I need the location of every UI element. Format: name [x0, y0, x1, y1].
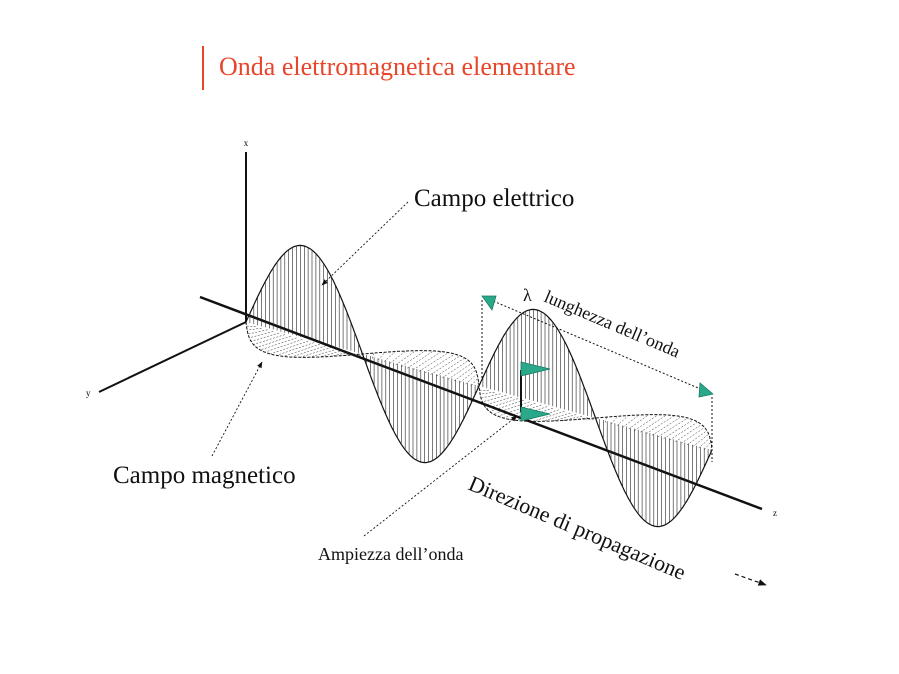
- magnetic-field-hatch: [669, 421, 698, 441]
- amplitude-leader: [363, 415, 518, 537]
- z-axis: [199, 295, 763, 511]
- magnetic-field-hatch: [698, 437, 711, 449]
- magnetic-field-hatch: [476, 381, 479, 388]
- amplitude-arrow-bottom: [520, 406, 551, 422]
- magnetic-field-hatch: [424, 353, 455, 374]
- magnetic-field-hatch: [442, 360, 469, 379]
- magnetic-field-hatch: [489, 399, 524, 412]
- magnetic-field-hatch: [256, 335, 291, 348]
- magnetic-field-hatch: [584, 418, 594, 420]
- magnetic-field-hatch: [418, 352, 449, 372]
- amplitude-arrow-top: [520, 361, 551, 377]
- magnetic-field-hatch: [573, 417, 588, 420]
- magnetic-field-hatch: [453, 366, 475, 382]
- magnetic-field-hatch: [542, 412, 571, 422]
- magnetic-field-hatch: [640, 414, 667, 433]
- x-axis-label: x: [244, 138, 249, 148]
- magnetic-field-label: Campo magnetico: [113, 462, 296, 489]
- magnetic-field-hatch: [480, 393, 501, 399]
- magnetic-field-hatch: [645, 415, 675, 435]
- wavelength-symbol: λ: [523, 285, 532, 305]
- slide-title: Onda elettromagnetica elementare: [219, 52, 576, 81]
- magnetic-field-hatch: [309, 348, 338, 358]
- magnetic-field-hatch: [351, 354, 361, 356]
- magnetic-field-hatch: [251, 332, 280, 342]
- magnetic-field-hatch: [622, 414, 639, 428]
- magnetic-field-hatch: [692, 434, 709, 447]
- magnetic-field-hatch: [686, 430, 708, 446]
- direction-arrow: [734, 573, 767, 586]
- wavelength-arrow-right: [698, 382, 714, 398]
- magnetic-field-hatch: [484, 396, 513, 406]
- magnetic-field-hatch: [605, 417, 607, 423]
- magnetic-field-hatch: [552, 414, 577, 422]
- magnetic-field-hatch: [407, 350, 434, 369]
- magnetic-field-hatch: [675, 424, 702, 443]
- wavelength-dim-line: [485, 297, 711, 394]
- magnetic-field-hatch: [628, 414, 649, 430]
- magnetic-field-hatch: [412, 351, 442, 371]
- magnetic-field-hatch: [430, 355, 461, 375]
- magnetic-field-hatch: [709, 445, 712, 452]
- magnetic-field-hatch: [611, 416, 618, 425]
- magnetic-field-hatch: [471, 377, 479, 386]
- magnetic-field-hatch: [291, 345, 326, 358]
- wavelength-arrow-left: [481, 295, 497, 311]
- magnetic-field-outline: [245, 321, 713, 451]
- y-axis: [98, 321, 247, 393]
- magnetic-field-hatch: [246, 325, 256, 327]
- magnetic-field-hatch: [663, 419, 694, 439]
- magnetic-field-hatch: [283, 343, 320, 357]
- magnetic-field-hatch: [319, 350, 344, 358]
- amplitude-label: Ampiezza dell’onda: [318, 544, 463, 564]
- magnetic-field-hatch: [395, 350, 416, 366]
- title-divider: [202, 46, 204, 90]
- magnetic-field-hatch: [264, 339, 303, 353]
- magnetic-field-hatch: [482, 395, 507, 403]
- direction-label: Direzione di propagazione: [465, 471, 690, 585]
- magnetic-field-hatch: [372, 353, 374, 359]
- magnetic-field-hatch: [436, 357, 465, 377]
- electric-field-label: Campo elettrico: [414, 185, 574, 212]
- magnetic-field-hatch: [401, 350, 426, 367]
- magnetic-field-hatch: [447, 363, 472, 380]
- magnetic-field-hatch: [704, 441, 712, 450]
- magnetic-field-hatch: [657, 417, 688, 438]
- magnetic-field-hatch: [383, 351, 396, 362]
- magnetic-field-hatch: [377, 352, 385, 361]
- magnetic-field-hatch: [247, 329, 268, 335]
- magnetic-field-hatch: [249, 331, 274, 339]
- magnetic-field-hatch: [503, 404, 542, 419]
- y-axis-label: y: [86, 388, 91, 398]
- magnetic-field-hatch: [493, 401, 530, 415]
- magnetic-field-hatch: [389, 350, 406, 364]
- magnetic-field-hatch: [479, 389, 489, 391]
- magnetic-field-hatch: [459, 370, 476, 383]
- magnetic-field-hatch: [680, 427, 705, 444]
- electric-field-leader: [321, 201, 409, 286]
- magnetic-field-hatch: [480, 391, 495, 395]
- magnetic-field-hatch: [340, 353, 355, 356]
- magnetic-field-hatch: [247, 327, 262, 331]
- magnetic-field-leader: [211, 361, 263, 457]
- magnetic-field-hatch: [465, 373, 478, 385]
- wavelength-label: lunghezza dell’onda: [541, 286, 683, 361]
- magnetic-field-hatch: [634, 414, 659, 431]
- magnetic-field-hatch: [651, 416, 682, 436]
- magnetic-field-hatch: [616, 415, 629, 426]
- magnetic-field-hatch: [276, 342, 315, 356]
- magnetic-field-hatch: [260, 337, 297, 351]
- magnetic-field-hatch: [270, 340, 309, 355]
- z-axis-label: z: [773, 508, 777, 518]
- magnetic-field-hatch: [497, 403, 536, 417]
